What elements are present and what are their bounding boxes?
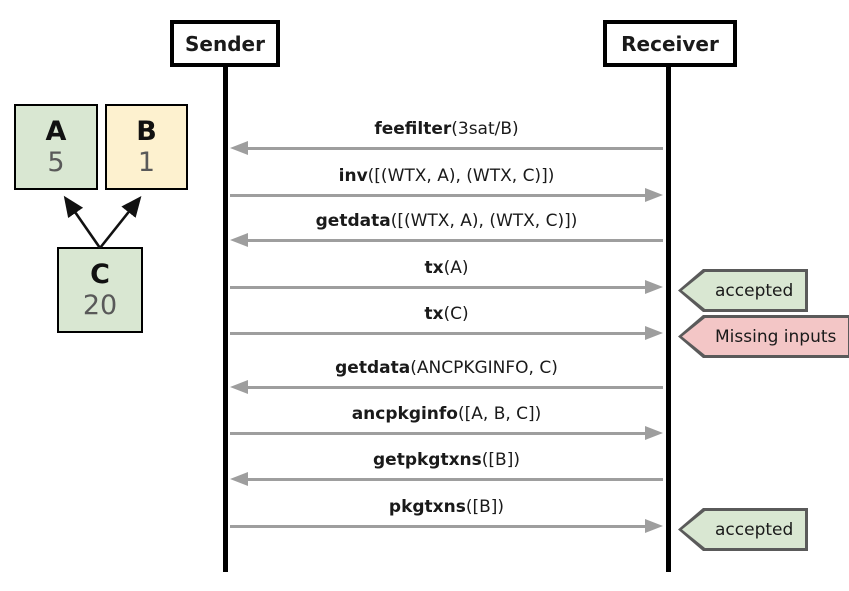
tx-node-c-fee: 20	[82, 290, 118, 321]
message-arrow-left-icon	[230, 380, 663, 394]
actor-receiver: Receiver	[603, 20, 737, 67]
tx-node-a-fee: 5	[47, 147, 65, 178]
message-arrow-right-icon	[230, 426, 663, 440]
message-arrow-right-icon	[230, 519, 663, 533]
dependency-arrows	[63, 195, 142, 249]
status-tag-fill	[682, 272, 806, 309]
tx-node-c: C 20	[57, 247, 143, 333]
tx-node-b: B 1	[105, 104, 188, 190]
message-label: getpkgtxns([B])	[373, 450, 520, 470]
tx-node-b-label: B	[136, 115, 157, 147]
status-tag-accepted: accepted	[678, 269, 809, 312]
status-tag-fill	[682, 511, 806, 548]
tx-node-a: A 5	[14, 104, 98, 190]
status-tag-label: accepted	[715, 519, 794, 540]
message-arrow-right-icon	[230, 188, 663, 202]
message-label: tx(A)	[424, 258, 469, 278]
tx-node-c-label: C	[90, 258, 110, 290]
message-arrow-left-icon	[230, 141, 663, 155]
message-label: feefilter(3sat/B)	[374, 119, 519, 139]
message-arrow-right-icon	[230, 326, 663, 340]
message-label: getdata(ANCPKGINFO, C)	[335, 358, 558, 378]
actor-sender: Sender	[170, 20, 280, 67]
edge-c-to-a-arrow-icon	[63, 195, 102, 249]
message-label: pkgtxns([B])	[388, 497, 505, 517]
tx-node-b-fee: 1	[137, 147, 156, 178]
message-arrow-left-icon	[230, 233, 663, 247]
sender-lifeline	[223, 66, 228, 572]
message-label: getdata([(WTX, A), (WTX, C)])	[315, 211, 578, 231]
status-tag-accepted: accepted	[678, 508, 809, 551]
status-tag-label: Missing inputs	[715, 326, 837, 347]
status-tag-fill	[682, 318, 849, 355]
message-label: tx(C)	[424, 304, 469, 324]
edge-c-to-b-arrow-icon	[98, 195, 142, 249]
status-tag-missing-inputs: Missing inputs	[678, 315, 849, 358]
status-tag-label: accepted	[715, 280, 794, 301]
actor-receiver-label: Receiver	[621, 31, 719, 56]
message-label: ancpkginfo([A, B, C])	[351, 404, 542, 424]
message-arrow-right-icon	[230, 280, 663, 294]
actor-sender-label: Sender	[185, 31, 265, 56]
message-label: inv([(WTX, A), (WTX, C)])	[338, 166, 555, 186]
tx-node-a-label: A	[45, 115, 67, 147]
receiver-lifeline	[666, 66, 671, 572]
message-arrow-left-icon	[230, 472, 663, 486]
